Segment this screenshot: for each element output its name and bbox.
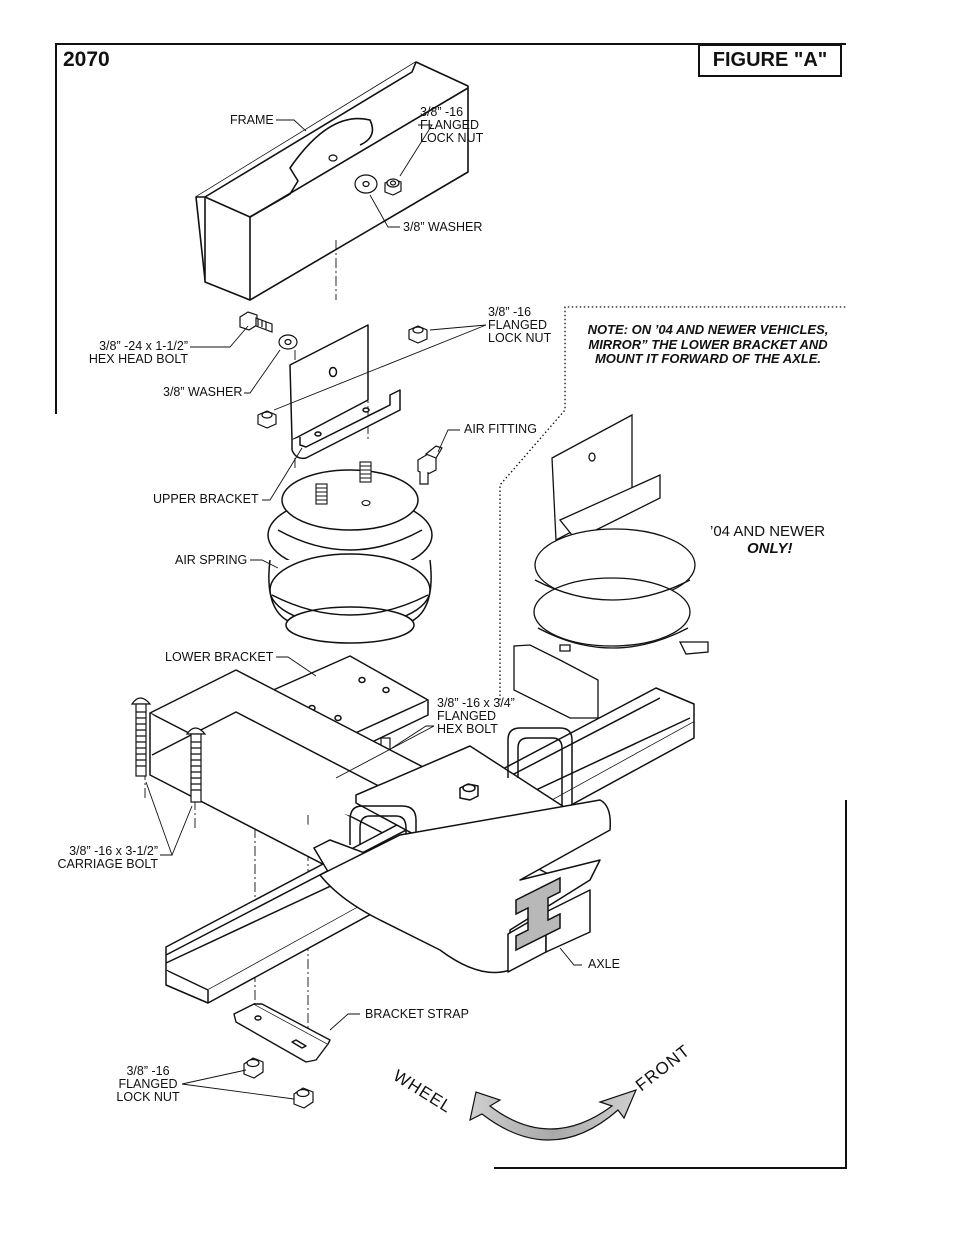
newer-assembly xyxy=(513,413,709,719)
label-frame: FRAME xyxy=(230,113,274,127)
axle-i-beam xyxy=(515,876,561,952)
upper-bracket-nuts xyxy=(257,325,428,429)
label-axle: AXLE xyxy=(588,957,620,971)
label-upper-lock-nut: 3/8” -16 FLANGED LOCK NUT xyxy=(488,305,552,345)
air-fitting xyxy=(417,445,443,485)
label-hex-head-bolt: 3/8” -24 x 1-1/2” HEX HEAD BOLT xyxy=(88,339,188,366)
note-line-2: MIRROR” THE LOWER BRACKET AND xyxy=(588,336,828,352)
u-bolts xyxy=(349,727,573,895)
variant-only-label: ONLY! xyxy=(747,540,793,557)
label-mid-washer: 3/8” WASHER xyxy=(163,385,243,399)
carriage-bolts xyxy=(130,697,207,803)
direction-arrow-icon xyxy=(469,1089,638,1141)
hex-head-bolt xyxy=(239,311,298,350)
note-block: NOTE: ON ’04 AND NEWER VEHICLES, MIRROR”… xyxy=(568,322,848,367)
upper-bracket xyxy=(289,324,401,460)
frame-hardware xyxy=(328,154,402,196)
note-line-3: MOUNT IT FORWARD OF THE AXLE. xyxy=(594,351,822,366)
variant-label: ’04 AND NEWER xyxy=(710,523,826,540)
frame-rail xyxy=(195,61,469,301)
page-border xyxy=(55,43,847,1169)
label-air-spring: AIR SPRING xyxy=(175,553,248,567)
label-bracket-strap: BRACKET STRAP xyxy=(365,1007,469,1021)
leader-lines xyxy=(145,119,582,1100)
label-top-washer: 3/8” WASHER xyxy=(403,220,483,234)
kit-number: 2070 xyxy=(63,48,110,71)
axle xyxy=(319,799,612,974)
label-top-lock-nut: 3/8” -16 FLANGED LOCK NUT xyxy=(420,105,484,145)
label-lower-bracket: LOWER BRACKET xyxy=(165,650,274,664)
bottom-lock-nuts xyxy=(243,1057,314,1109)
note-line-1: NOTE: ON ’04 AND NEWER VEHICLES, xyxy=(587,322,829,337)
air-spring xyxy=(267,469,433,644)
figure-title: FIGURE "A" xyxy=(698,44,842,77)
label-air-fitting: AIR FITTING xyxy=(464,422,537,436)
label-flanged-hex-bolt: 3/8” -16 x 3/4” FLANGED HEX BOLT xyxy=(437,696,515,736)
air-spring-studs xyxy=(315,461,372,507)
label-carriage-bolt: 3/8” -16 x 3-1/2” CARRIAGE BOLT xyxy=(57,844,158,871)
label-bottom-lock-nut: 3/8” -16 FLANGED LOCK NUT xyxy=(116,1064,180,1104)
label-upper-bracket: UPPER BRACKET xyxy=(153,492,259,506)
bracket-strap xyxy=(233,1003,331,1063)
